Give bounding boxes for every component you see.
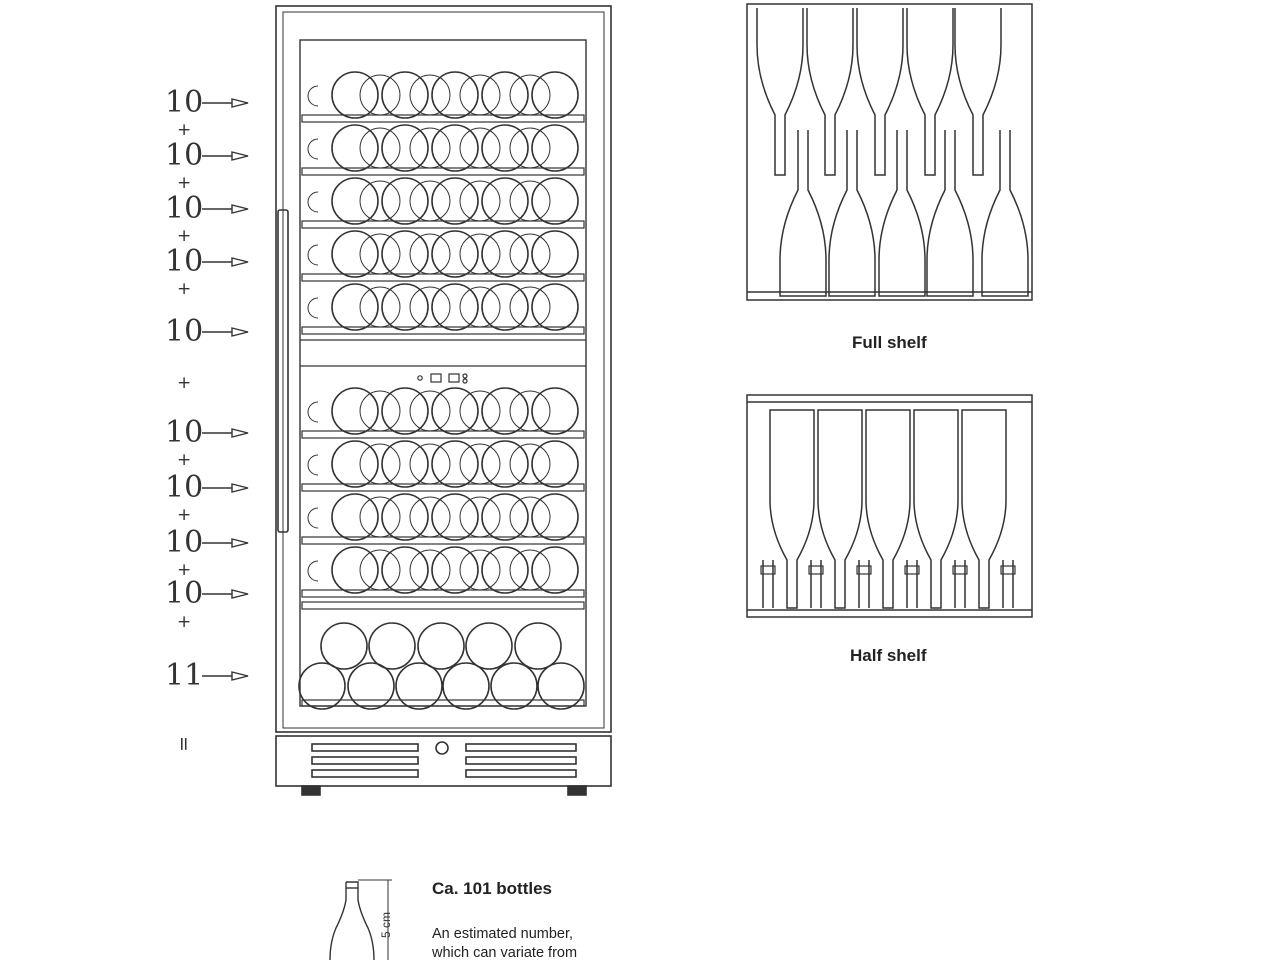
- bottle-icon: [906, 8, 954, 176]
- shelf-count-7: 10: [165, 470, 204, 505]
- bottle-height-label: 5 cm: [379, 911, 393, 938]
- count-arrows: [202, 98, 249, 681]
- bottle-shelf: [301, 177, 585, 229]
- shelf-count-4: 10: [165, 244, 204, 279]
- arrow-icon: [202, 204, 249, 214]
- bottle-icon: [954, 560, 966, 608]
- bottom-bottle-stack: [298, 601, 585, 710]
- bottle-icon: [954, 8, 1002, 176]
- plus-sign-8: +: [177, 560, 192, 580]
- shelf-count-5: 10: [165, 314, 204, 349]
- full-shelf-caption: Full shelf: [852, 333, 927, 352]
- bottle-icon: [817, 409, 863, 609]
- bottle-shelf: [301, 283, 585, 335]
- bottle-icon: [756, 8, 804, 176]
- bottle-icon: [1002, 560, 1014, 608]
- bottle-icon: [865, 409, 911, 609]
- plus-sign-2: +: [177, 173, 192, 193]
- arrow-icon: [202, 151, 249, 161]
- bottle-icon: [878, 130, 926, 297]
- capacity-note-line-1: An estimated number,: [432, 926, 574, 942]
- control-panel: [300, 339, 586, 384]
- bottle-icon: [769, 409, 815, 609]
- plus-sign-6: +: [177, 450, 192, 470]
- arrow-icon: [202, 327, 249, 337]
- wine-fridge-front: [275, 5, 612, 796]
- arrow-icon: [202, 589, 249, 599]
- shelf-count-3: 10: [165, 191, 204, 226]
- equals-sign: =: [172, 736, 195, 752]
- bottle-shelf: [301, 71, 585, 123]
- capacity-title: Ca. 101 bottles: [432, 879, 552, 898]
- full-shelf-diagram: [746, 3, 1033, 301]
- arrow-icon: [202, 98, 249, 108]
- bottle-icon: [981, 130, 1029, 297]
- shelf-count-1: 10: [165, 85, 204, 120]
- bottle-shelf: [301, 440, 585, 492]
- bottle-shelf: [301, 387, 585, 439]
- bottle-icon: [828, 130, 876, 297]
- shelf-count-6: 10: [165, 415, 204, 450]
- shelf-count-2: 10: [165, 138, 204, 173]
- bottle-shelf: [301, 493, 585, 545]
- bottle-icon: [926, 130, 974, 297]
- bottle-icon: [779, 130, 827, 297]
- bottle-icon: [906, 560, 918, 608]
- bottle-shelf: [301, 124, 585, 176]
- arrow-icon: [202, 671, 249, 681]
- fridge-base: [275, 735, 612, 796]
- bottle-icon: [913, 409, 959, 609]
- plus-sign-4: +: [177, 279, 192, 299]
- bottle-icon: [329, 879, 392, 960]
- plus-sign-9: +: [177, 612, 192, 632]
- bottle-icon: [858, 560, 870, 608]
- plus-sign-7: +: [177, 505, 192, 525]
- arrow-icon: [202, 257, 249, 267]
- bottle-shelf: [301, 230, 585, 282]
- half-shelf-diagram: [746, 394, 1033, 618]
- shelf-count-8: 10: [165, 525, 204, 560]
- bottle-icon: [856, 8, 904, 176]
- bottle-icon: [806, 8, 854, 176]
- arrow-icon: [202, 428, 249, 438]
- half-shelf-caption: Half shelf: [850, 646, 927, 665]
- shelf-count-10: 11: [165, 658, 204, 693]
- bottle-icon: [762, 560, 774, 608]
- plus-sign-5: +: [177, 373, 192, 393]
- door-handle: [277, 209, 289, 533]
- plus-sign-1: +: [177, 120, 192, 140]
- bottle-shelf: [301, 546, 585, 598]
- arrow-icon: [202, 538, 249, 548]
- bottle-icon: [961, 409, 1007, 609]
- arrow-icon: [202, 483, 249, 493]
- plus-sign-3: +: [177, 226, 192, 246]
- shelf-count-9: 10: [165, 576, 204, 611]
- bottle-icon: [810, 560, 822, 608]
- capacity-note-line-2: which can variate from: [432, 945, 578, 961]
